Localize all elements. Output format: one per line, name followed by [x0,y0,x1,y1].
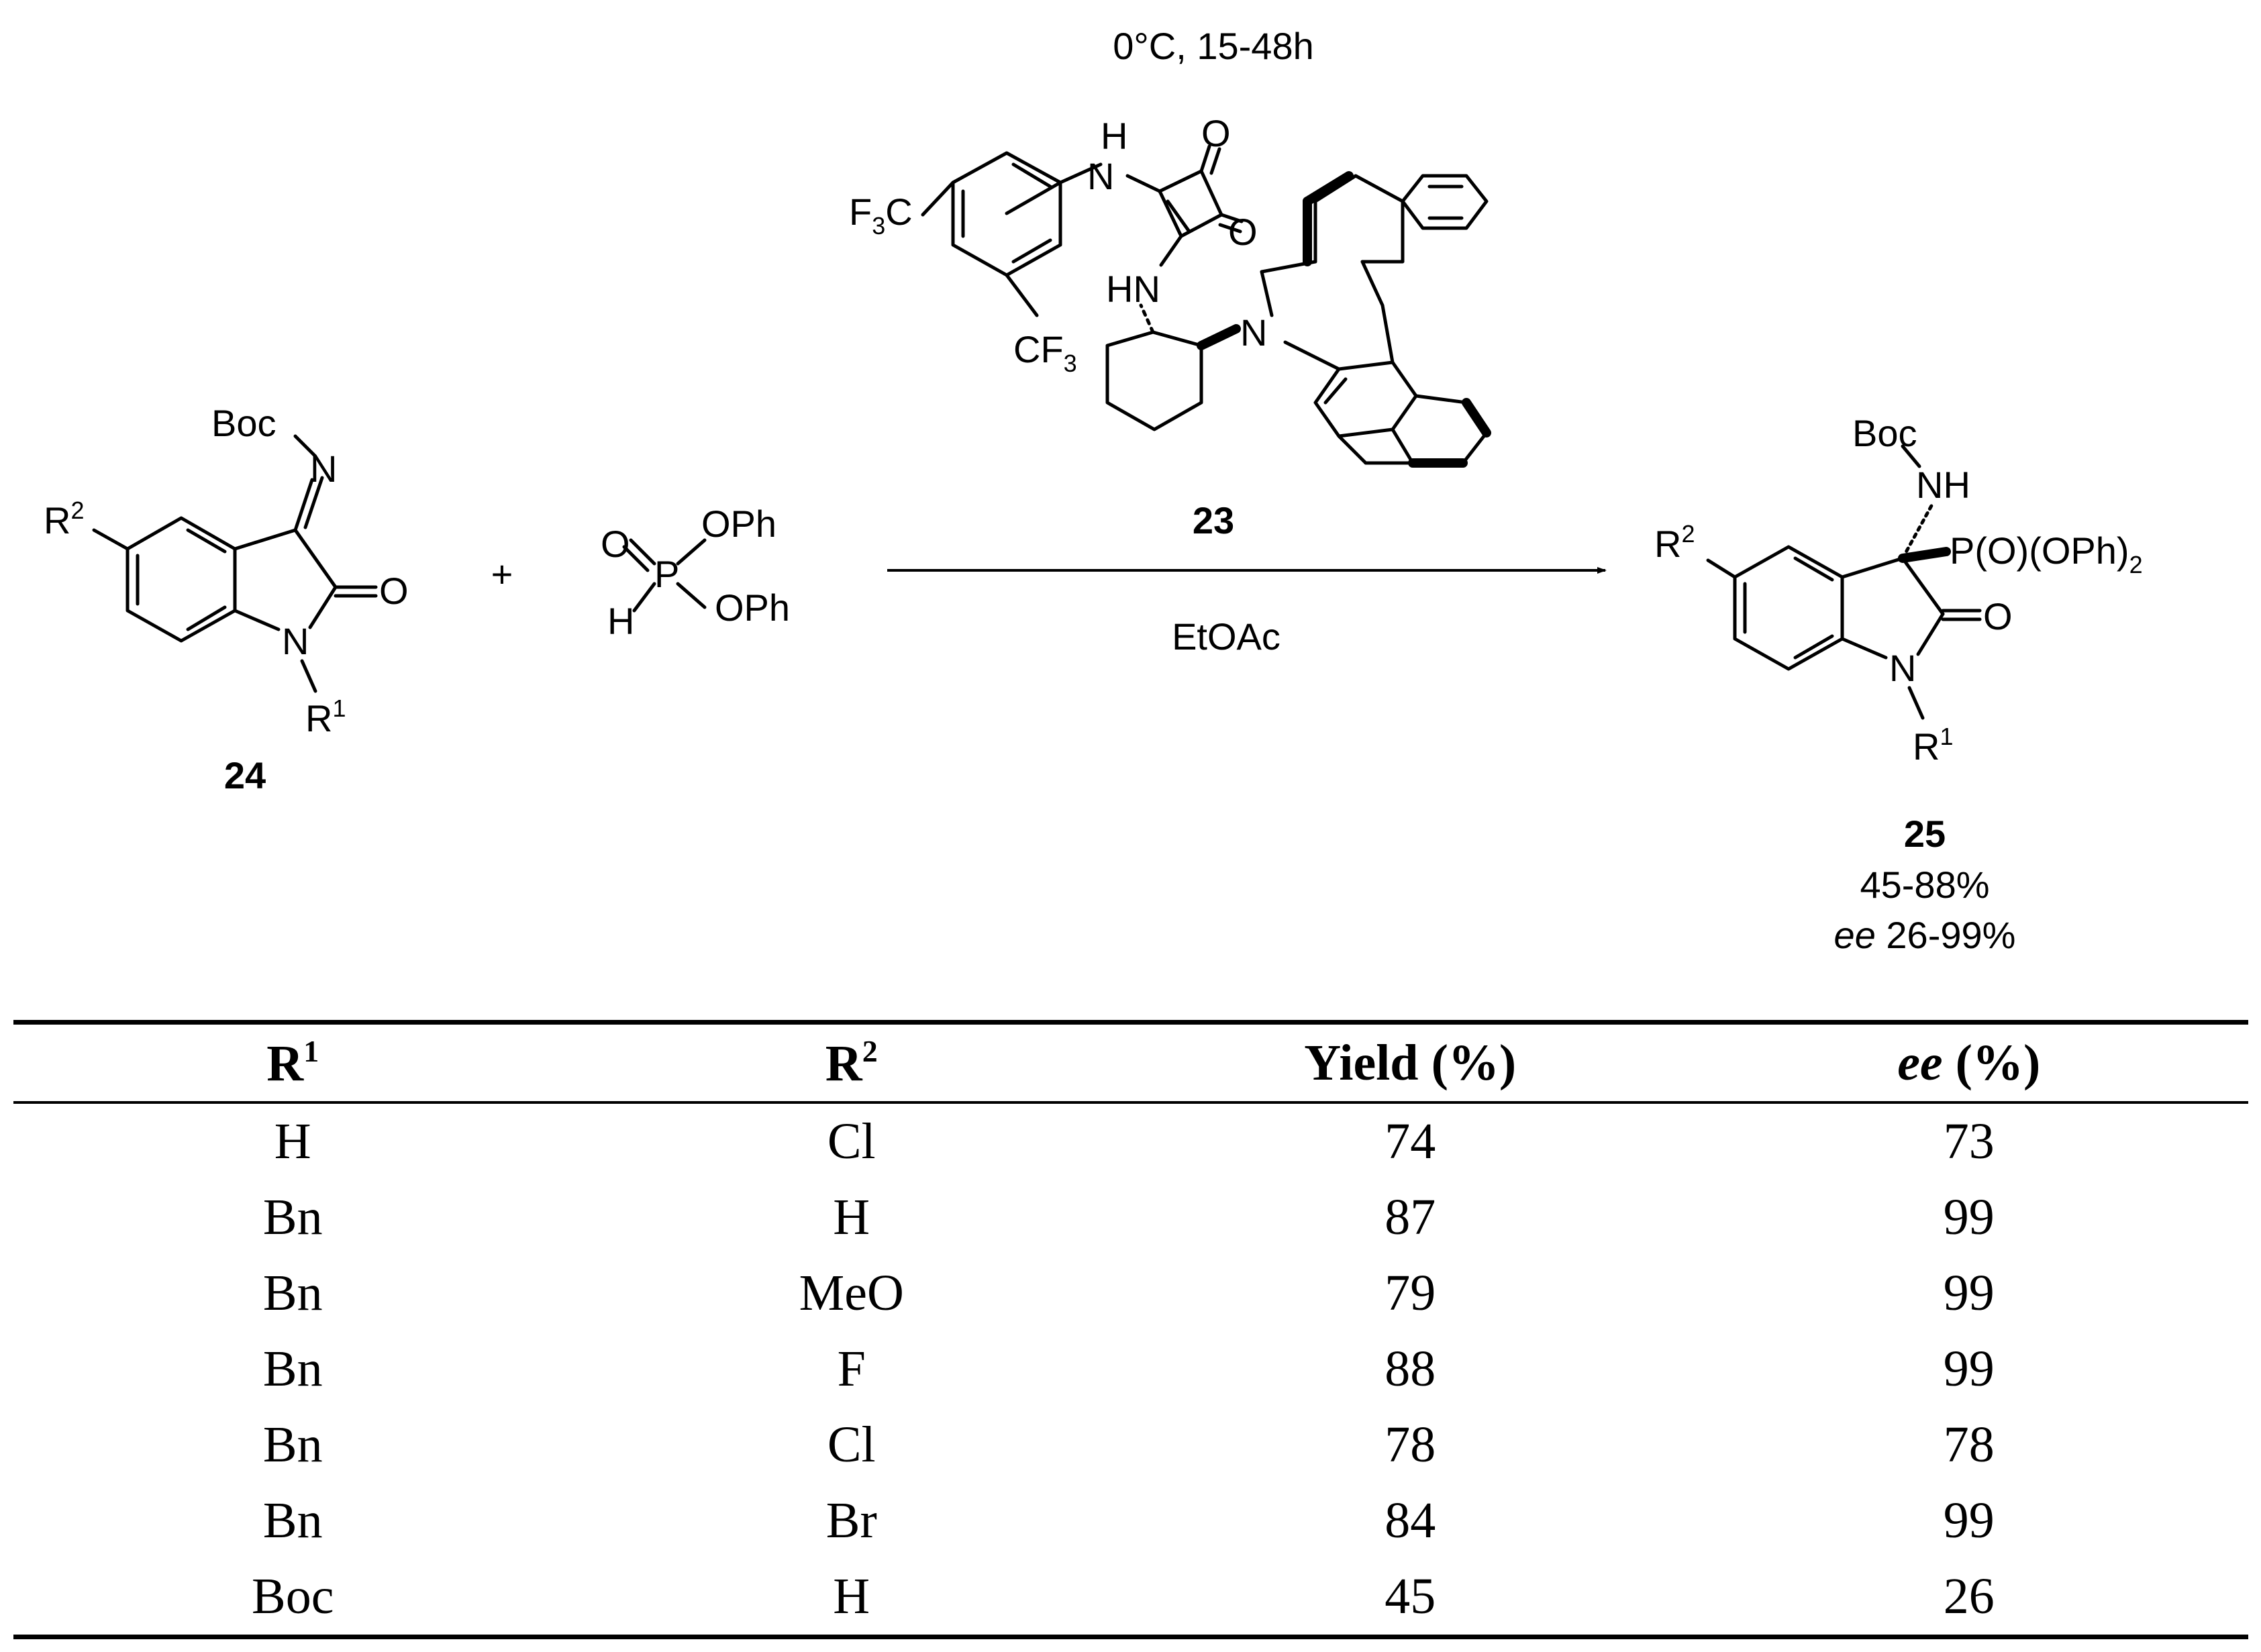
header-ee: ee (%) [1689,1022,2248,1104]
cell-ee: 78 [1943,1416,1995,1473]
table-row: Bn MeO 79 99 [13,1255,2248,1331]
product-r2-label: R2 [1654,520,1695,565]
catalyst-oxygen-1: O [1201,112,1231,154]
product-yield-range: 45-88% [1860,864,1989,906]
cell-ee: 26 [1689,1559,2248,1639]
cell-r2: H [572,1559,1131,1639]
cell-r2: Cl [827,1416,876,1473]
catalyst-oxygen-2: O [1228,211,1258,253]
product-ee-range: ee 26-99% [1834,914,2016,956]
table-row: Boc H 45 26 [13,1559,2248,1639]
header-yield: Yield (%) [1131,1022,1690,1104]
cell-ee: 73 [1943,1113,1995,1170]
catalyst-nh-h-label: H [1101,115,1127,157]
isatin-n-label: N [282,620,309,662]
isatin-structure [92,434,378,693]
cell-r1: Bn [262,1341,323,1397]
cell-r2: F [837,1341,866,1397]
product-structure [1706,444,1982,720]
table-row: Bn H 87 99 [13,1180,2248,1255]
cell-r2: MeO [799,1265,904,1321]
cell-r1: H [274,1113,311,1170]
results-table: R1 R2 Yield (%) ee (%) H Cl 74 73 Bn H 8… [13,1020,2248,1639]
table-row: Bn F 88 99 [13,1331,2248,1407]
cell-r1: Bn [262,1189,323,1245]
product-r1-label: R1 [1913,723,1953,768]
header-r1: R1 [13,1022,572,1104]
catalyst-f3c-label: F3C [849,191,913,240]
catalyst-structure [921,144,1491,468]
product-boc-label: Boc [1852,412,1917,454]
catalyst-hn-label: HN [1106,268,1160,310]
reaction-conditions: 0°C, 15-48h [1113,25,1313,67]
table-header-row: R1 R2 Yield (%) ee (%) [13,1022,2248,1104]
phosphite-oxygen-label: O [601,523,630,565]
product-nh-label: NH [1916,464,1970,506]
phosphite-structure [622,538,707,613]
cell-ee: 99 [1943,1189,1995,1245]
cell-r1: Bn [262,1416,323,1473]
phosphite-oph-2-label: OPh [715,586,790,629]
cell-yield: 45 [1131,1559,1690,1639]
product-carbonyl-o-label: O [1983,595,2013,637]
isatin-compound-number: 24 [224,754,266,796]
product-n-label: N [1889,647,1916,689]
cell-yield: 79 [1385,1265,1436,1321]
catalyst-nh-n-label: N [1087,155,1114,197]
product-phosphonate-label: P(O)(OPh)2 [1950,529,2143,578]
header-r2: R2 [572,1022,1131,1104]
cell-yield: 78 [1385,1416,1436,1473]
cell-ee: 99 [1943,1341,1995,1397]
cell-ee: 99 [1943,1265,1995,1321]
table-row: Bn Cl 78 78 [13,1407,2248,1483]
isatin-boc-label: Boc [211,402,277,444]
cell-yield: 74 [1385,1113,1436,1170]
table-row: Bn Br 84 99 [13,1483,2248,1559]
isatin-r2-label: R2 [44,497,84,541]
plus-sign: + [491,553,513,595]
cell-yield: 87 [1385,1189,1436,1245]
reaction-scheme: 0°C, 15-48h [44,25,2143,956]
cell-yield: 88 [1385,1341,1436,1397]
isatin-imine-n-label: N [310,448,337,490]
isatin-carbonyl-o-label: O [379,570,409,612]
cell-ee: 99 [1943,1492,1995,1549]
cell-yield: 84 [1385,1492,1436,1549]
cell-r2: Cl [827,1113,876,1170]
table-row: H Cl 74 73 [13,1102,2248,1180]
cell-r1: Bn [262,1492,323,1549]
isatin-r1-label: R1 [305,694,346,739]
catalyst-ring-n-label: N [1240,311,1267,354]
cell-r2: Br [825,1492,877,1549]
phosphite-oph-1-label: OPh [701,503,776,545]
phosphite-p-label: P [654,553,679,595]
cell-r1: Bn [262,1265,323,1321]
cell-r1: Boc [13,1559,572,1639]
phosphite-h-label: H [607,600,634,642]
reaction-solvent: EtOAc [1172,615,1280,658]
catalyst-cf3-label: CF3 [1013,328,1077,377]
product-compound-number: 25 [1904,813,1946,855]
cell-r2: H [833,1189,870,1245]
catalyst-compound-number: 23 [1193,499,1234,541]
